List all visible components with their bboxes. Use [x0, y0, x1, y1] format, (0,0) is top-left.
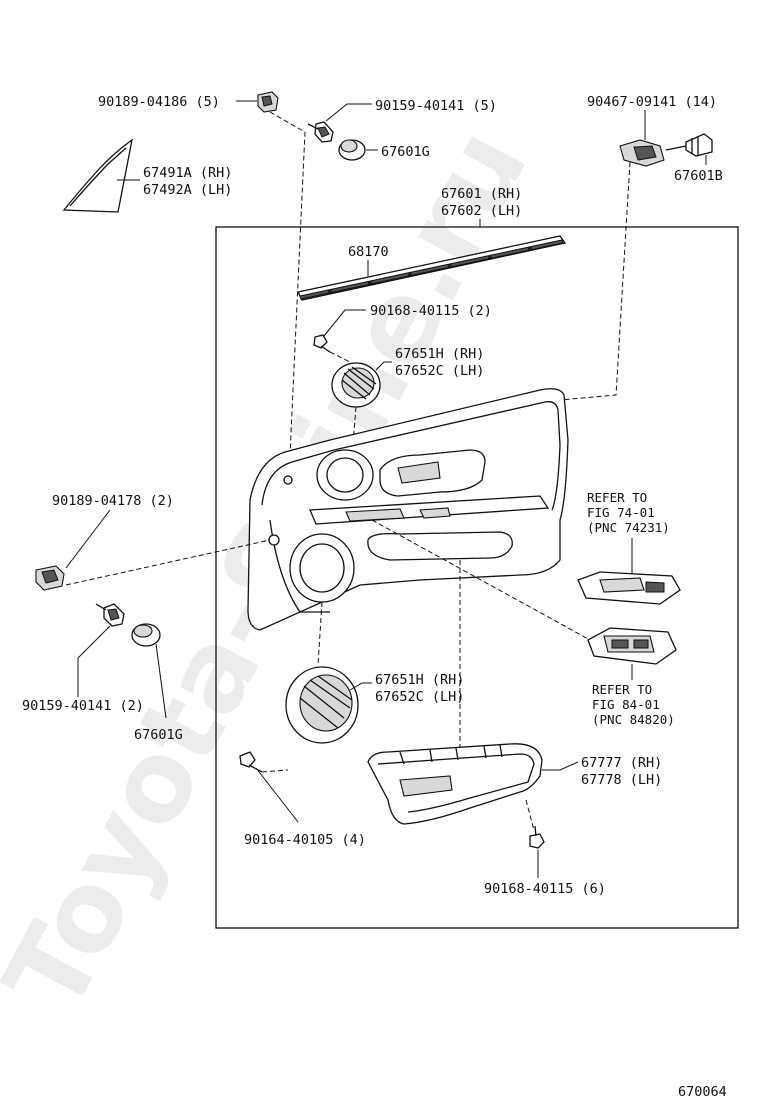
label-67651h-lower: 67651H (RH): [375, 672, 464, 688]
switch-base-84820-icon: [587, 627, 677, 665]
screw-90168-40115-2-icon: [313, 334, 331, 353]
cap-67601g-left-icon: [131, 623, 161, 647]
corner-trim-67491a-icon: [62, 138, 133, 213]
label-67601g-top: 67601G: [381, 144, 430, 160]
clip-67601b-icon: [665, 133, 713, 157]
refer-84-line2: FIG 84-01: [592, 697, 660, 712]
label-67601g-left: 67601G: [134, 727, 183, 743]
upper-speaker-grille-icon: [331, 362, 381, 408]
refer-74-line1: REFER TO: [587, 490, 647, 505]
screw-90168-40115-6-icon: [529, 825, 545, 849]
door-pocket-67777-icon: [367, 743, 543, 825]
label-67601b: 67601B: [674, 168, 723, 184]
label-67651h-upper: 67651H (RH): [395, 346, 484, 362]
label-67602-lh: 67602 (LH): [441, 203, 522, 219]
screw-90164-40105-icon: [239, 751, 263, 773]
label-67652c-lower: 67652C (LH): [375, 689, 464, 705]
weatherstrip-68170-icon: [297, 235, 567, 301]
clip-90189-04178-icon: [35, 565, 65, 591]
label-90168-40115-2: 90168-40115 (2): [370, 303, 492, 319]
label-67777-rh: 67777 (RH): [581, 755, 662, 771]
figure-number: 670064: [678, 1084, 727, 1100]
label-90467-09141: 90467-09141 (14): [587, 94, 717, 110]
refer-84-line3: (PNC 84820): [592, 712, 675, 727]
window-switch-74231-icon: [577, 571, 681, 605]
label-90189-04186: 90189-04186 (5): [98, 94, 220, 110]
label-67601-rh: 67601 (RH): [441, 186, 522, 202]
refer-84-line1: REFER TO: [592, 682, 652, 697]
label-90189-04178: 90189-04178 (2): [52, 493, 174, 509]
label-67492a: 67492A (LH): [143, 182, 232, 198]
refer-74-line2: FIG 74-01: [587, 505, 655, 520]
label-90168-40115-6: 90168-40115 (6): [484, 881, 606, 897]
refer-74-line3: (PNC 74231): [587, 520, 670, 535]
screw-90159-40141-icon: [307, 121, 334, 143]
door-trim-panel-icon: [247, 388, 569, 631]
label-67778-lh: 67778 (LH): [581, 772, 662, 788]
label-90159-40141-top: 90159-40141 (5): [375, 98, 497, 114]
label-67652c-upper: 67652C (LH): [395, 363, 484, 379]
label-68170: 68170: [348, 244, 389, 260]
screw-90159-40141-left-icon: [95, 603, 125, 627]
assembly-frame: [215, 226, 739, 929]
lower-speaker-grille-icon: [285, 666, 359, 744]
label-67491a: 67491A (RH): [143, 165, 232, 181]
clip-90189-04186-icon: [257, 91, 279, 113]
cap-67601g-top-icon: [338, 139, 366, 161]
label-90164-40105: 90164-40105 (4): [244, 832, 366, 848]
clip-90467-09141-icon: [619, 139, 665, 167]
label-90159-40141-left: 90159-40141 (2): [22, 698, 144, 714]
